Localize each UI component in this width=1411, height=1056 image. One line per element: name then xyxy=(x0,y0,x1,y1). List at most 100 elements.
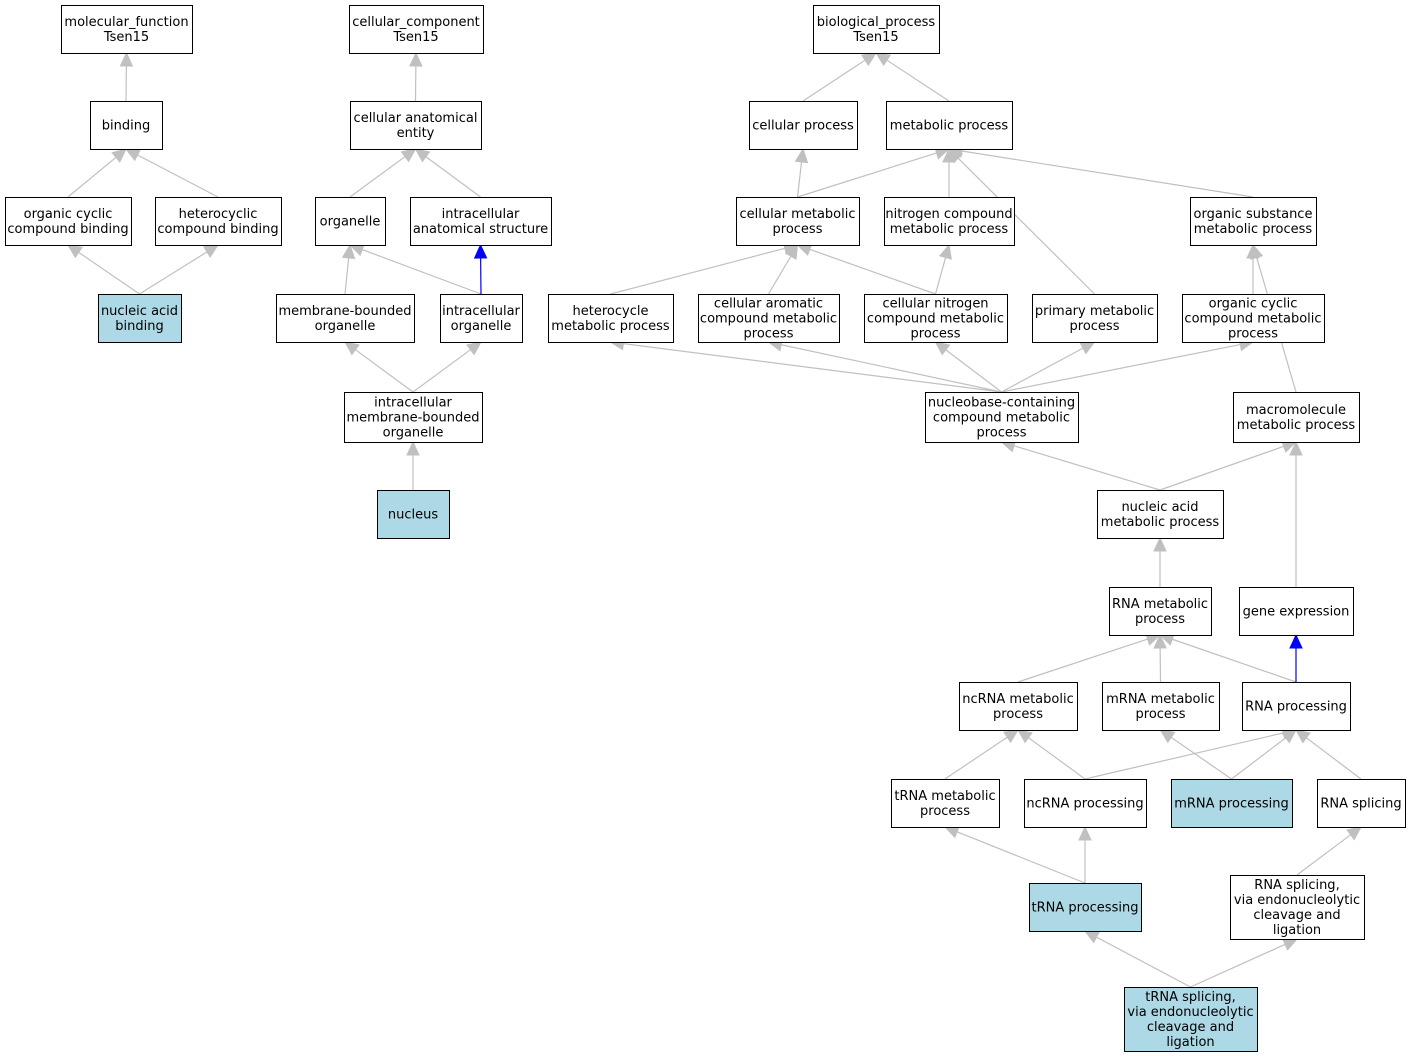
node-label-line: organic cyclic xyxy=(24,207,113,222)
node-box xyxy=(864,294,1008,343)
node-label-line: RNA processing xyxy=(1245,700,1347,715)
node-label-line: organelle xyxy=(315,319,376,334)
edge-line xyxy=(961,150,1254,198)
edge-arrowhead xyxy=(409,51,423,67)
edge-rnap-to-ge xyxy=(1289,633,1303,682)
edge-ocb-to-binding xyxy=(67,148,127,198)
node-label-line: metabolic process xyxy=(890,119,1009,134)
node-box xyxy=(1097,490,1224,539)
edge-arrowhead xyxy=(1003,729,1019,744)
edge-arrowhead xyxy=(341,243,356,260)
edge-nab-to-hcb xyxy=(139,244,220,295)
node-box xyxy=(891,779,1000,828)
edge-arrowhead xyxy=(111,148,127,163)
edge-trnamp-to-ncrnamp xyxy=(944,729,1019,780)
node-box xyxy=(749,101,858,150)
node-label-line: compound binding xyxy=(157,222,278,237)
edge-line xyxy=(67,156,117,198)
edge-rnasen-to-rnas xyxy=(1296,826,1362,876)
edge-line xyxy=(1096,936,1191,988)
edge-line xyxy=(1231,737,1287,780)
node-box xyxy=(1029,883,1142,932)
node-label-line: process xyxy=(993,707,1043,722)
edge-arrowhead xyxy=(473,243,488,259)
node-label-line: via endonucleolytic xyxy=(1234,893,1360,908)
edge-line xyxy=(425,156,481,198)
node-box xyxy=(61,5,193,54)
edge-arrowhead xyxy=(934,341,951,356)
edge-io-to-organelle xyxy=(348,243,482,295)
node-label-line: mRNA metabolic xyxy=(1106,692,1215,707)
edge-arrowhead xyxy=(1295,729,1311,744)
edge-arrowhead xyxy=(1153,633,1167,649)
edge-arrowhead xyxy=(1078,825,1092,841)
edge-arrowhead xyxy=(1079,341,1096,355)
node-label-line: metabolic process xyxy=(1237,418,1356,433)
node-label-line: nucleic acid xyxy=(101,304,178,319)
edge-line xyxy=(767,255,792,295)
edge-line xyxy=(1028,737,1086,780)
node-label-line: tRNA metabolic xyxy=(894,789,995,804)
node-label-line: process xyxy=(920,804,970,819)
edge-arrowhead xyxy=(1346,826,1362,841)
node-box xyxy=(377,490,450,539)
edge-line xyxy=(781,344,1002,393)
edge-layer xyxy=(67,51,1362,988)
node-box xyxy=(98,294,182,343)
edge-mbo-to-organelle xyxy=(341,243,356,295)
edge-line xyxy=(802,59,866,102)
edge-line xyxy=(344,257,350,295)
node-label-line: ligation xyxy=(1273,923,1321,938)
node-box xyxy=(349,5,484,54)
edge-rnas-to-rnap xyxy=(1295,729,1362,780)
edge-namp-to-mmp xyxy=(1159,440,1298,491)
edge-line xyxy=(1306,737,1362,780)
edge-cacmp-to-cmp xyxy=(767,243,799,295)
edge-trnap-to-ncrnap xyxy=(1078,825,1092,883)
edge-io-to-ias xyxy=(473,243,488,295)
node-label-line: organelle xyxy=(320,215,381,230)
edge-cncmp-to-cmp xyxy=(796,243,936,295)
edge-mrnap-to-rnap xyxy=(1231,729,1297,780)
node-organelle: organelle xyxy=(315,197,386,246)
edge-arrowhead xyxy=(794,147,809,164)
edge-arrowhead xyxy=(1281,729,1297,744)
edge-trnasen-to-trnap xyxy=(1083,930,1191,988)
node-label-line: compound metabolic xyxy=(933,411,1070,426)
node-box xyxy=(315,197,386,246)
edge-arrowhead xyxy=(344,341,360,356)
edge-hcb-to-binding xyxy=(124,148,219,198)
node-label-line: RNA splicing, xyxy=(1254,878,1339,893)
node-label-line: intracellular xyxy=(442,304,520,319)
node-label-line: process xyxy=(977,426,1027,441)
node-label-line: Tsen15 xyxy=(103,30,149,45)
node-label-line: metabolic process xyxy=(1194,222,1313,237)
edge-line xyxy=(1172,638,1297,683)
node-label-line: macromolecule xyxy=(1246,403,1346,418)
edge-mrnamp-to-rnamp xyxy=(1153,633,1167,683)
edge-line xyxy=(1159,445,1284,491)
node-box xyxy=(959,682,1078,731)
node-label-line: cellular nitrogen xyxy=(882,297,988,312)
node-label-line: nucleobase-containing xyxy=(928,396,1075,411)
node-label-line: metabolic process xyxy=(890,222,1009,237)
edge-arrowhead xyxy=(860,52,877,67)
edge-nab-to-ocb xyxy=(67,244,140,295)
node-box xyxy=(344,392,483,443)
edge-line xyxy=(886,59,950,102)
edge-line xyxy=(1296,834,1351,876)
node-label-line: cellular process xyxy=(752,119,854,134)
node-label-line: organic substance xyxy=(1194,207,1313,222)
edge-imbo-to-io xyxy=(412,341,482,393)
edge-cae-to-cc xyxy=(409,51,423,102)
edge-mp-to-bp xyxy=(875,52,950,102)
node-ncrnap: ncRNA processing xyxy=(1024,779,1147,828)
edge-arrowhead xyxy=(1289,633,1303,649)
